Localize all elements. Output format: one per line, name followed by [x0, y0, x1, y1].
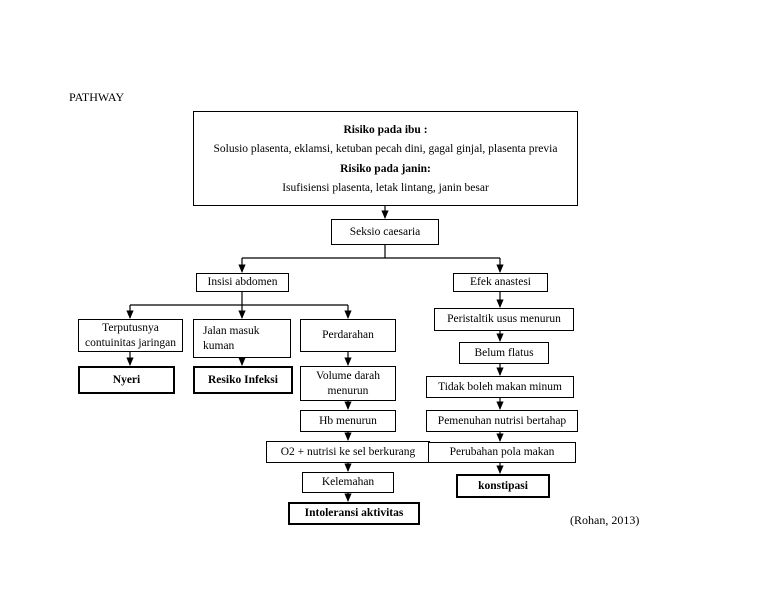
node-tidak-boleh-makan-minum: Tidak boleh makan minum: [426, 376, 574, 398]
node-perubahan-pola-makan: Perubahan pola makan: [428, 442, 576, 463]
node-efek-anastesi: Efek anastesi: [453, 273, 548, 292]
page-title: PATHWAY: [69, 90, 125, 104]
node-jalan-masuk-kuman: Jalan masuk kuman: [193, 319, 291, 358]
node-belum-flatus: Belum flatus: [459, 342, 549, 364]
node-nyeri: Nyeri: [78, 366, 175, 394]
node-peristaltik-usus-menurun: Peristaltik usus menurun: [434, 308, 574, 331]
node-hb-menurun: Hb menurun: [300, 410, 396, 432]
citation: (Rohan, 2013): [570, 513, 640, 527]
node-perdarahan: Perdarahan: [300, 319, 396, 352]
node-volume-darah-menurun: Volume darah menurun: [300, 366, 396, 401]
node-intoleransi-aktivitas: Intoleransi aktivitas: [288, 502, 420, 525]
node-resiko-infeksi: Resiko Infeksi: [193, 366, 293, 394]
risk-mother-items: Solusio plasenta, eklamsi, ketuban pecah…: [213, 143, 558, 156]
node-konstipasi: konstipasi: [456, 474, 550, 498]
node-seksio-caesaria: Seksio caesaria: [331, 219, 439, 245]
risk-fetus-items: Isufisiensi plasenta, letak lintang, jan…: [282, 181, 489, 194]
node-pemenuhan-nutrisi-bertahap: Pemenuhan nutrisi bertahap: [426, 410, 578, 432]
node-o2-nutrisi-berkurang: O2 + nutrisi ke sel berkurang: [266, 441, 430, 463]
risk-summary-box: Risiko pada ibu : Solusio plasenta, ekla…: [193, 111, 578, 206]
risk-mother-title: Risiko pada ibu :: [343, 124, 428, 136]
node-insisi-abdomen: Insisi abdomen: [196, 273, 289, 292]
node-terputusnya-kontinuitas-jaringan: Terputusnya contuinitas jaringan: [78, 319, 183, 352]
risk-fetus-title: Risiko pada janin:: [340, 162, 431, 175]
node-kelemahan: Kelemahan: [302, 472, 394, 493]
